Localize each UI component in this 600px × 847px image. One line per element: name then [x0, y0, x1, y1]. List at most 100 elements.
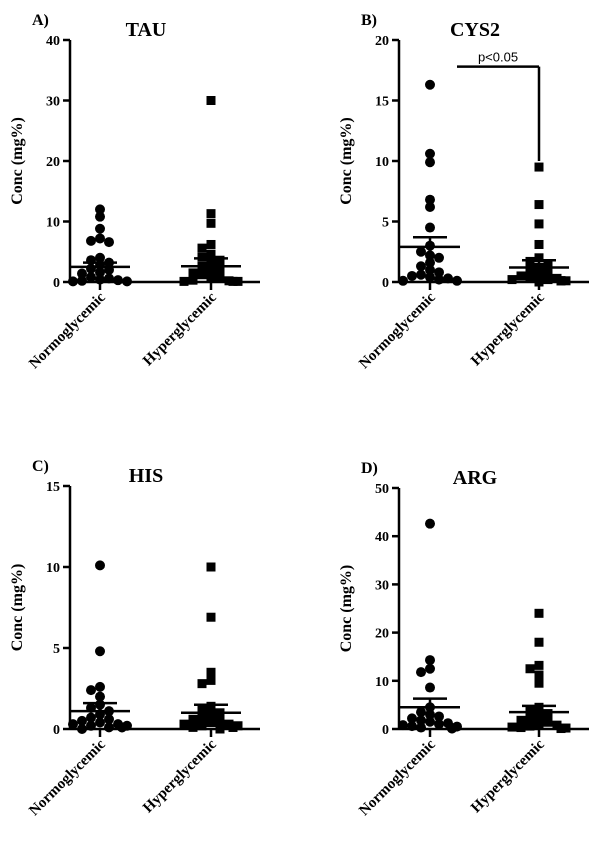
panel-3-data-point-circle [86, 712, 96, 723]
panel-2-data-point-circle [443, 273, 453, 284]
panel-1-data-point-circle [95, 211, 105, 222]
panel-3-data-point-square [233, 721, 243, 731]
panel-2-category-label: Normoglycemic [356, 289, 439, 372]
panel-3-y-tick-label: 10 [46, 561, 60, 576]
panel-2-data-point-circle [416, 246, 426, 257]
panel-4-data-point-square [534, 678, 544, 688]
panel-3-data-point-square [206, 709, 216, 719]
panel-1-category-label: Hyperglycemic [140, 289, 220, 369]
panel-1-data-point-square [188, 275, 198, 285]
panel-1-data-point-square [215, 263, 225, 273]
panel-2-data-point-square [525, 265, 535, 275]
panel-4-data-point-circle [425, 655, 435, 666]
panel-3-y-tick-label: 0 [53, 723, 60, 738]
panel-3-data-point-circle [86, 685, 96, 696]
panel-4-category-label: Hyperglycemic [468, 736, 548, 816]
panel-1-data-point-square [206, 209, 216, 219]
panel-2-data-point-circle [425, 222, 435, 233]
panel-3-data-point-square [206, 667, 216, 677]
panel-3-data-point-circle [95, 646, 105, 657]
panel-3-y-tick-label: 5 [53, 642, 60, 657]
panel-4-data-point-circle [434, 711, 444, 722]
panel-2-title: CYS2 [450, 19, 500, 41]
panel-1-data-point-circle [122, 276, 132, 287]
panel-4-data-point-square [516, 723, 526, 733]
panel-4-data-point-square [556, 724, 566, 734]
panel-1-title: TAU [126, 19, 167, 41]
panel-3-data-point-circle [95, 560, 105, 571]
panel-3-data-point-square [206, 612, 216, 622]
panel-4-data-point-circle [416, 667, 426, 678]
panel-2-data-point-circle [434, 274, 444, 285]
panel-2-data-point-circle [452, 275, 462, 286]
panel-1-data-point-circle [95, 204, 105, 215]
panel-2-data-point-circle [416, 269, 426, 280]
panel-4-data-point-square [507, 722, 517, 732]
panel-2-data-point-square [534, 219, 544, 229]
panel-4-data-point-square [525, 713, 535, 723]
panel-4-y-tick-label: 20 [375, 627, 389, 642]
panel-2-data-point-square [556, 276, 566, 286]
panel-3-data-point-square [206, 562, 216, 572]
panel-2-data-point-circle [425, 257, 435, 268]
panel-1-data-point-square [206, 239, 216, 249]
panel-3-data-point-square [206, 675, 216, 685]
panel-4-data-point-square [543, 709, 553, 719]
panel-4-y-axis-title: Conc (mg%) [338, 565, 355, 653]
panel-3-data-point-circle [95, 681, 105, 692]
panel-3-data-point-circle [104, 722, 114, 733]
panel-1-data-point-square [233, 276, 243, 286]
panel-2-data-point-circle [425, 148, 435, 159]
panel-4-y-tick-label: 30 [375, 578, 389, 593]
panel-2-data-point-square [534, 239, 544, 249]
panel-3-y-tick-label: 15 [46, 480, 60, 495]
panel-1-data-point-circle [104, 273, 114, 284]
panel-2-data-point-circle [398, 275, 408, 286]
panel-2-y-axis-title: Conc (mg%) [338, 117, 355, 205]
panel-4-y-tick-label: 0 [382, 723, 389, 738]
panel-1-data-point-circle [95, 252, 105, 263]
panel-2-significance-label: p<0.05 [478, 50, 518, 65]
panel-2-data-point-circle [425, 264, 435, 275]
panel-1-letter: A) [32, 12, 49, 29]
panel-3-data-point-square [228, 722, 238, 732]
panel-3-category-label: Hyperglycemic [140, 736, 220, 816]
panel-1-data-point-circle [77, 268, 87, 279]
panel-3-data-point-square [188, 722, 198, 732]
panel-2-data-point-circle [425, 157, 435, 168]
panel-4-data-point-circle [416, 715, 426, 726]
panel-4-data-point-square [534, 670, 544, 680]
panel-2-data-point-square [543, 275, 553, 285]
panel-1-data-point-square [206, 266, 216, 276]
panel-4-data-point-square [561, 723, 571, 733]
panel-3-data-point-square [188, 714, 198, 724]
panel-3-data-point-square [179, 719, 189, 729]
panel-1-y-tick-label: 10 [46, 216, 60, 231]
panel-1-data-point-circle [95, 274, 105, 285]
panel-2-data-point-circle [416, 261, 426, 272]
panel-4-category-label: Normoglycemic [356, 736, 439, 819]
panel-3-title: HIS [129, 465, 163, 487]
panel-4-y-tick-label: 50 [375, 482, 389, 497]
panel-1-y-tick-label: 40 [46, 34, 60, 49]
panel-4-data-point-square [534, 719, 544, 729]
panel-2-data-point-circle [434, 267, 444, 278]
panel-4-data-point-circle [398, 720, 408, 731]
panel-2-data-point-square [525, 272, 535, 282]
panel-2-y-tick-label: 20 [375, 34, 389, 49]
panel-2-y-tick-label: 5 [382, 216, 389, 231]
panel-3-data-point-square [215, 716, 225, 726]
panel-4-data-point-square [534, 637, 544, 647]
panel-2-data-point-square [534, 200, 544, 210]
panel-1-data-point-square [215, 255, 225, 265]
panel-1-data-point-square [215, 272, 225, 282]
panel-4-data-point-square [534, 608, 544, 618]
panel-1-data-point-circle [77, 275, 87, 286]
panel-1-y-axis-title: Conc (mg%) [9, 117, 26, 205]
panel-4-y-tick-label: 40 [375, 530, 389, 545]
panel-1-data-point-circle [95, 267, 105, 278]
panel-1-data-point-square [179, 276, 189, 286]
panel-3-data-point-circle [95, 717, 105, 728]
panel-4-data-point-square [534, 711, 544, 721]
